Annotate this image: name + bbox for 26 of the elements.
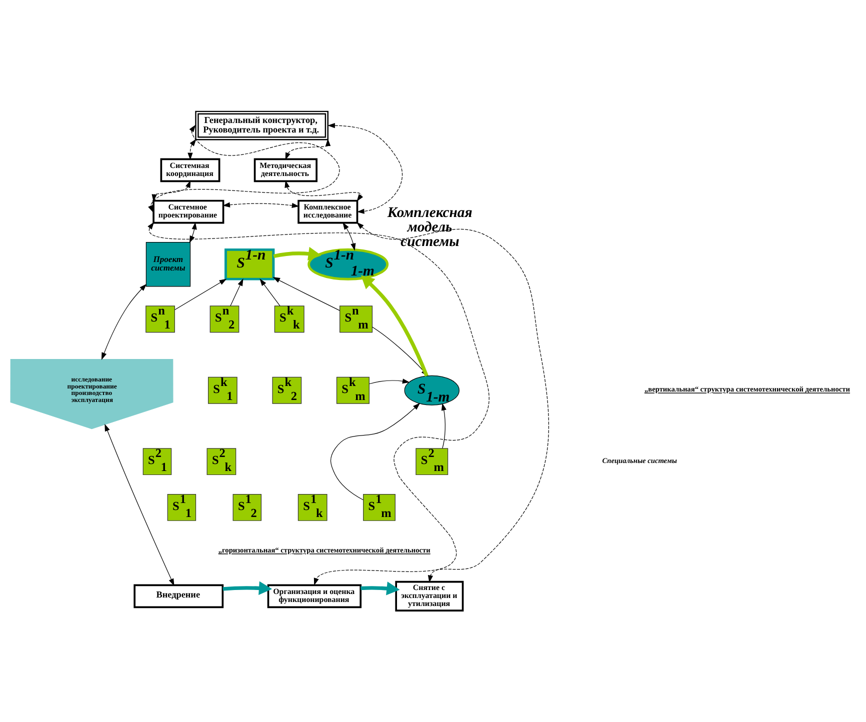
arrow [148,124,340,213]
node-box: Внедрение [134,584,224,608]
arrow [369,378,410,384]
node-box: Проект системы [146,242,191,287]
arrow [230,278,244,306]
arrow [441,403,446,449]
arrow [330,402,420,500]
arrow [284,180,364,202]
node-label: Комплексная модель системы [387,204,472,250]
arrow [148,222,490,586]
arrow [188,138,196,160]
arrow [189,222,197,244]
arrow [285,138,331,160]
arrow [272,276,340,311]
arrow [152,180,191,202]
arrow [356,222,549,583]
arrow [222,581,272,596]
arrow [174,278,227,310]
arrow [360,582,400,596]
arrow [104,424,174,586]
arrow [342,222,356,251]
arrow [260,278,280,306]
arrow [273,246,322,261]
arrow [222,202,300,208]
arrow [328,123,403,214]
arrow [102,284,147,360]
